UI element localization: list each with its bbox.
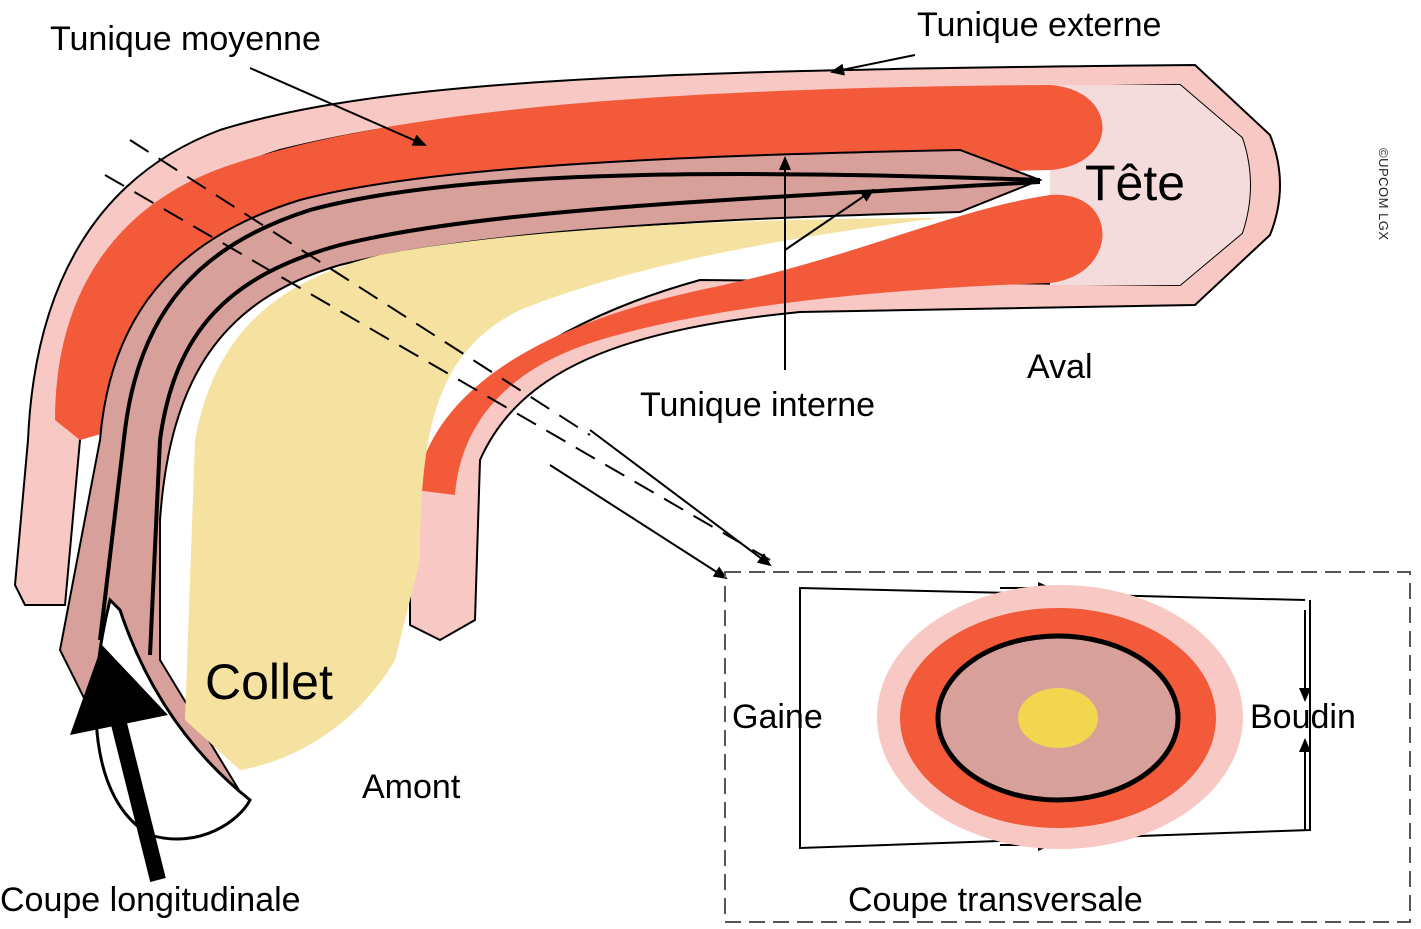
transverse-section	[725, 572, 1410, 922]
label-collet: Collet	[205, 657, 333, 707]
label-aval: Aval	[1027, 350, 1093, 384]
credit-text: ©UPCOM LGX	[1377, 148, 1390, 241]
label-boudin: Boudin	[1250, 700, 1356, 734]
arrow-to-section-1	[590, 430, 770, 565]
label-tunique-externe: Tunique externe	[917, 8, 1161, 42]
arrow-to-section-2	[550, 465, 726, 578]
label-amont: Amont	[362, 770, 460, 804]
label-tete: Tête	[1085, 158, 1185, 208]
label-tunique-moyenne: Tunique moyenne	[50, 22, 321, 56]
label-coupe-longitudinale: Coupe longitudinale	[0, 883, 301, 917]
label-gaine: Gaine	[732, 700, 823, 734]
label-coupe-transversale: Coupe transversale	[848, 883, 1143, 917]
core	[1018, 688, 1098, 748]
label-tunique-interne: Tunique interne	[640, 388, 875, 422]
